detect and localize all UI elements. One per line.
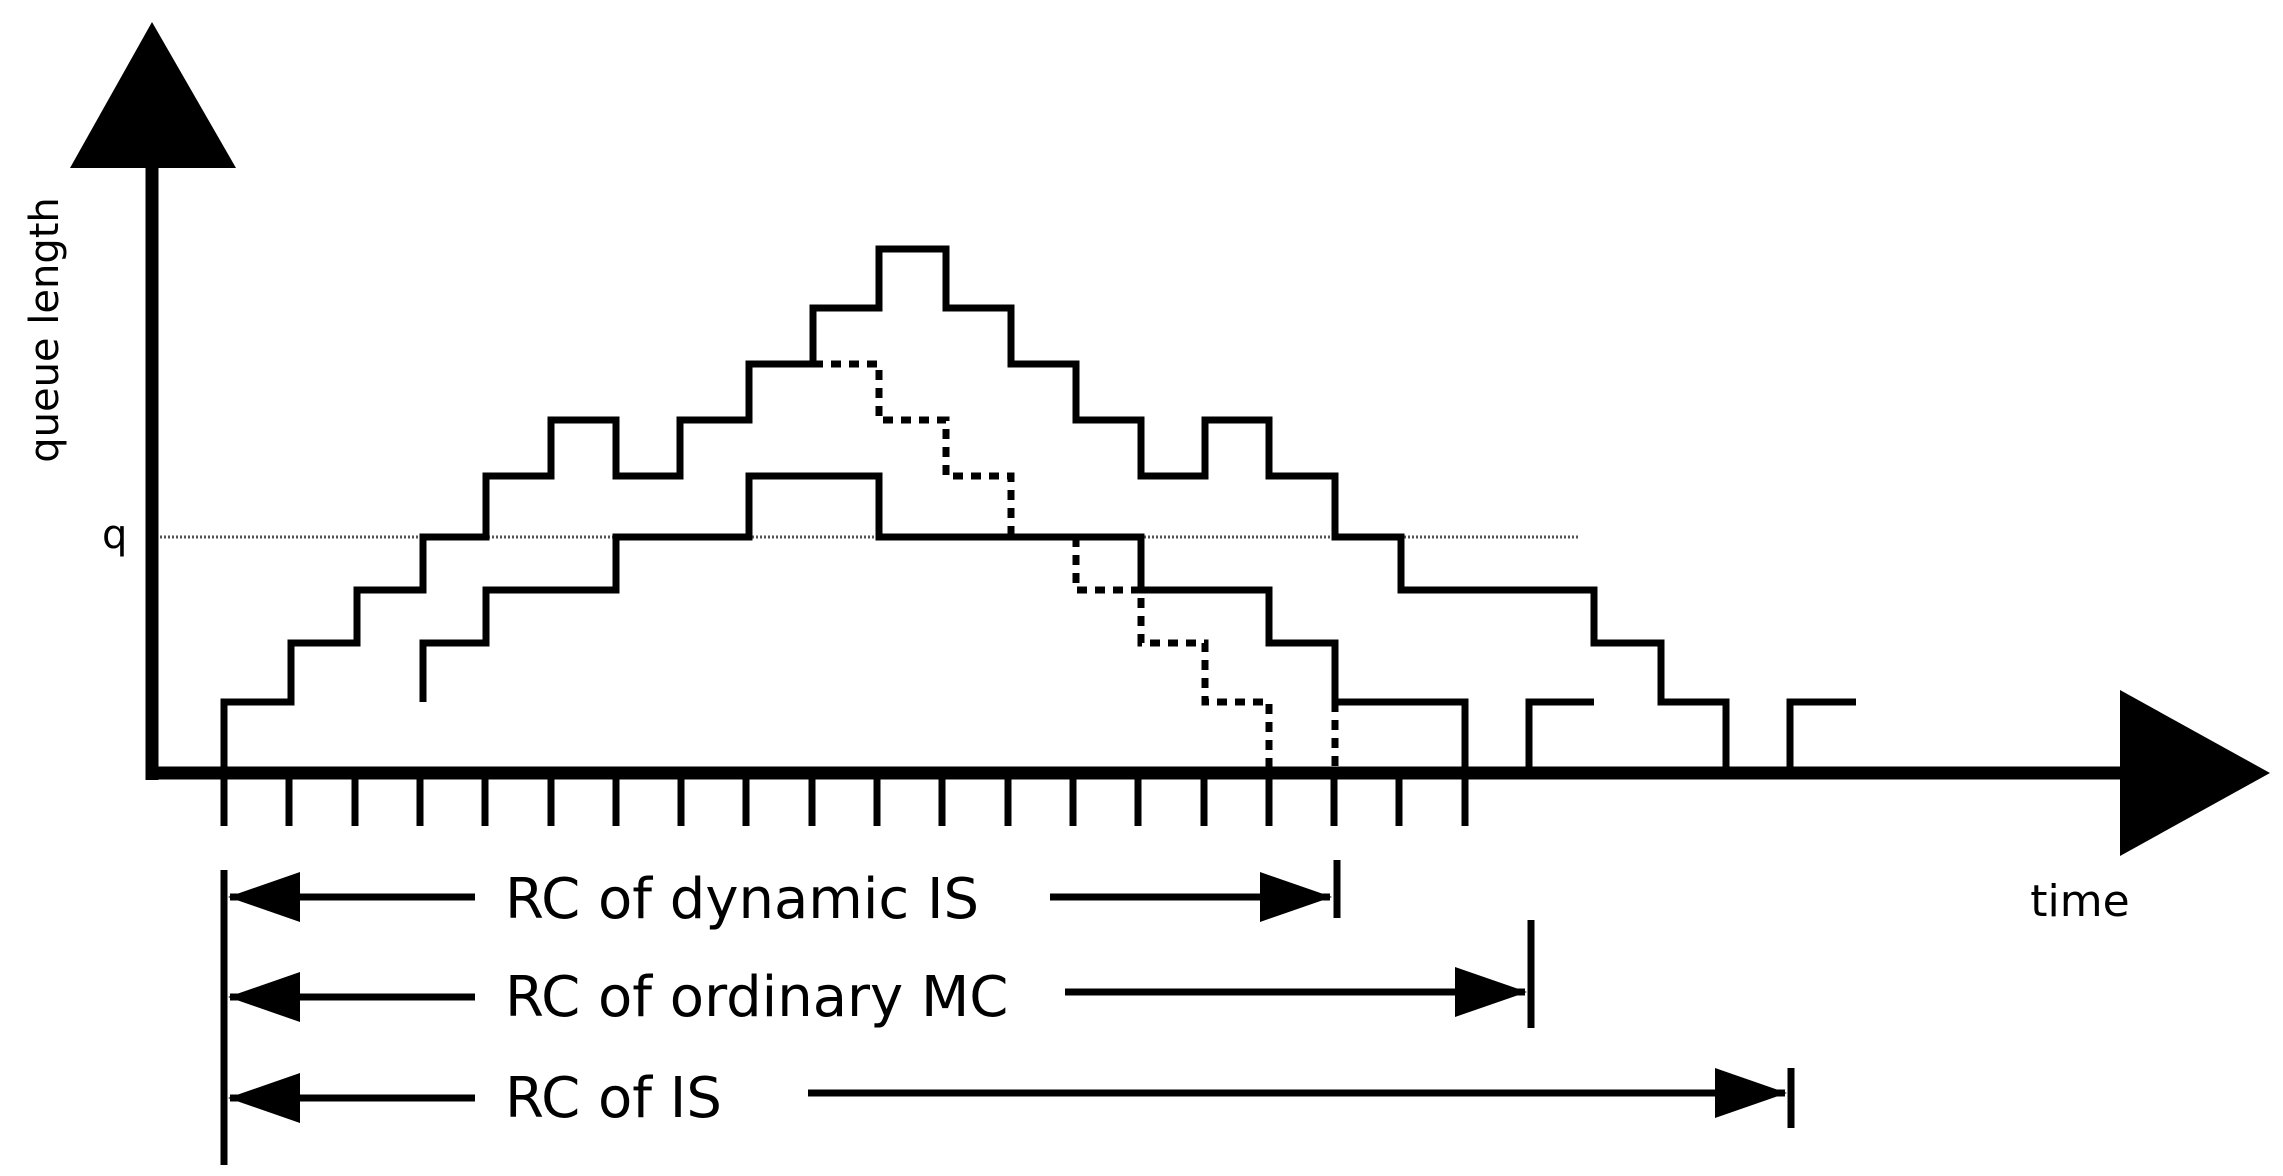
queue-path-lower — [419, 472, 1469, 767]
dynamic-path-lower-branch — [1072, 537, 1273, 767]
threshold-label: q — [102, 512, 127, 558]
queue-path-upper-tail-2 — [1786, 698, 1856, 767]
interval-ordinary-mc: RC of ordinary MC — [228, 920, 1535, 1030]
y-axis-label: queue length — [22, 197, 68, 463]
x-axis — [146, 690, 2270, 856]
x-axis-ticks — [220, 778, 1469, 826]
x-axis-label: time — [2030, 876, 2129, 927]
arrowhead-left — [228, 1073, 300, 1123]
arrowhead-right — [1715, 1068, 1787, 1118]
arrowhead-right — [1455, 967, 1527, 1017]
arrowhead-left — [228, 972, 300, 1022]
interval-label: RC of IS — [505, 1066, 722, 1131]
queue-path-upper-tail-1 — [1525, 698, 1594, 767]
interval-dynamic-is: RC of dynamic IS — [228, 860, 1341, 932]
dynamic-path-upper-branch — [813, 360, 1015, 537]
arrowhead-right — [1260, 872, 1332, 922]
interval-is: RC of IS — [228, 1066, 1795, 1131]
y-axis — [70, 22, 236, 780]
interval-label: RC of ordinary MC — [505, 965, 1008, 1030]
arrowhead-left — [228, 872, 300, 922]
x-axis-arrowhead — [2120, 690, 2270, 856]
queue-path-upper — [220, 245, 1730, 767]
interval-label: RC of dynamic IS — [505, 867, 979, 932]
y-axis-arrowhead — [70, 22, 236, 168]
